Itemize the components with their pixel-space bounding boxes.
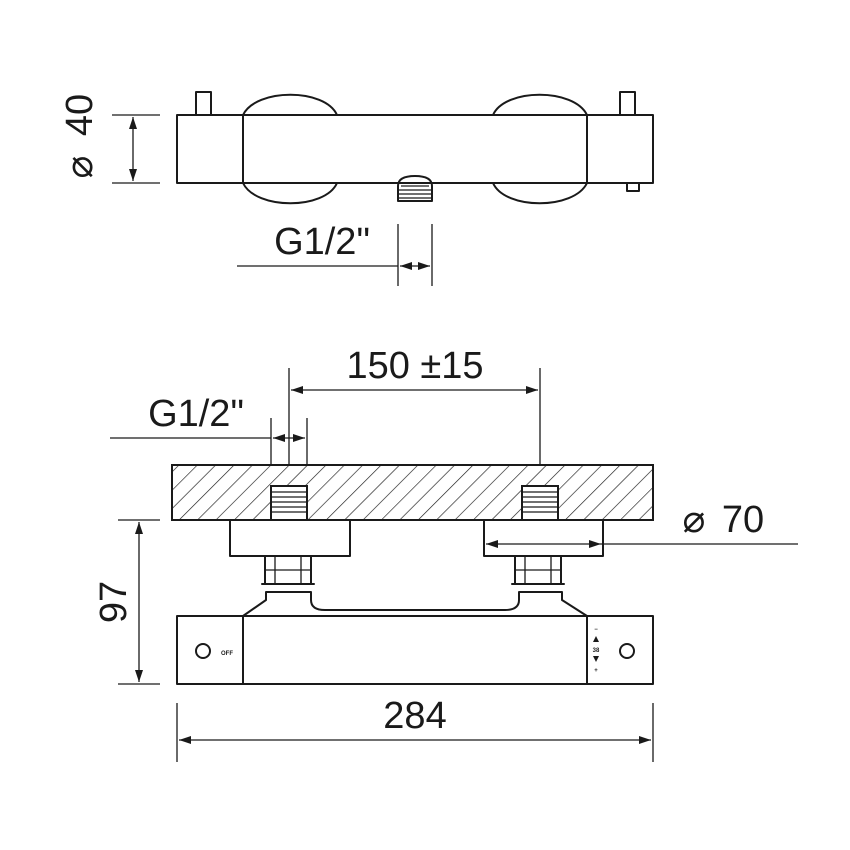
left-flange-front <box>229 519 351 557</box>
right-end-stub-top <box>626 182 640 192</box>
left-pin-top <box>195 91 212 116</box>
left-flange-outline-top <box>242 93 338 205</box>
mixer-body-top <box>176 114 654 184</box>
arrow-down-icon <box>593 656 599 662</box>
outlet-nozzle-top <box>397 175 433 202</box>
right-handle-button <box>619 643 635 659</box>
right-pin-top <box>619 91 636 116</box>
g12-top-label: G1/2" <box>274 221 370 263</box>
spacing-label: 150 ±15 <box>346 345 483 387</box>
minus-label: − <box>594 627 598 633</box>
g12-front-label: G1/2" <box>148 393 244 435</box>
front-view: OFF − 38 + 150 ±15 G1/2" ⌀ 70 97 284 <box>93 345 798 762</box>
right-hex-nut <box>511 555 565 585</box>
mixer-body-front <box>176 615 654 685</box>
dia70-value: 70 <box>722 499 764 541</box>
right-flange-front <box>483 519 604 557</box>
height-label: 97 <box>93 581 135 623</box>
left-wall-thread <box>270 485 308 521</box>
right-wall-thread <box>521 485 559 521</box>
plus-label: + <box>594 668 598 674</box>
right-flange-outline-top <box>492 93 588 205</box>
wall-section <box>171 464 654 521</box>
left-hex-nut <box>261 555 315 585</box>
dia70-symbol: ⌀ <box>683 499 706 541</box>
width-label: 284 <box>383 695 446 737</box>
dia40-value: 40 <box>59 94 101 136</box>
off-label: OFF <box>221 651 233 657</box>
temp-38-label: 38 <box>593 648 600 654</box>
top-view: ⌀ 40 G1/2" <box>59 91 654 286</box>
outlet-thread-top <box>399 185 431 199</box>
arrow-up-icon <box>593 636 599 642</box>
left-handle-button <box>195 643 211 659</box>
connector-necks <box>242 591 588 617</box>
dia40-symbol: ⌀ <box>59 156 101 179</box>
